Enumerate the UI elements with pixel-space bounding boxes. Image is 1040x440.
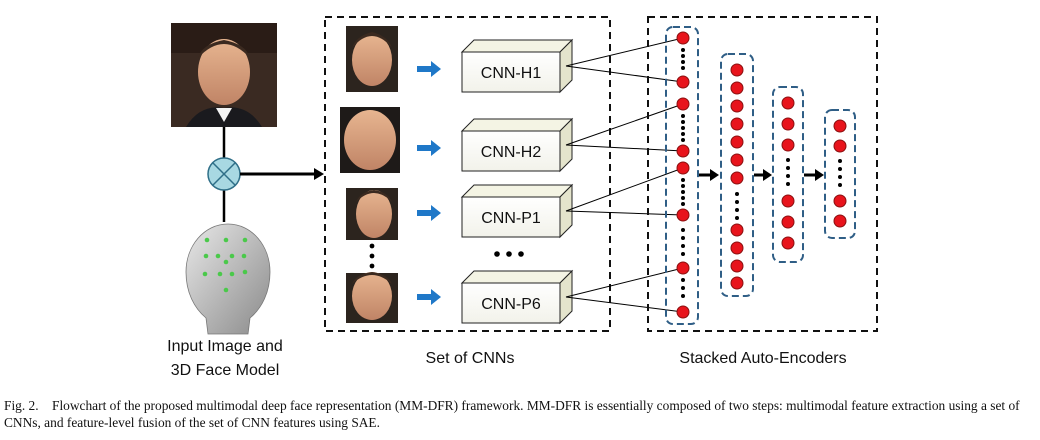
cnn-box-h2: CNN-H2 (460, 117, 574, 173)
cnn-label-p6: CNN-P6 (481, 296, 541, 313)
sae-region (647, 16, 878, 332)
sae-layer-1 (665, 26, 699, 325)
sae-arrow-2 (754, 169, 772, 181)
sae-label: Stacked Auto-Encoders (679, 350, 847, 367)
cnn-label-p1: CNN-P1 (481, 210, 541, 227)
flowchart-figure: CNN-H1 CNN-H2 CNN-P1 CNN-P6 (171, 16, 878, 335)
input-label-line2: 3D Face Model (170, 362, 280, 379)
face-crop-h1 (346, 26, 398, 92)
cnn-to-sae-lines (565, 37, 684, 313)
input-label-line1: Input Image and (167, 338, 283, 355)
caption-fig-label: Fig. 2. (4, 398, 39, 413)
face-crop-ellipsis (369, 243, 375, 269)
face-crop-p1 (346, 188, 398, 240)
3d-face-model (185, 223, 271, 335)
cnn-box-ellipsis (494, 251, 524, 257)
blue-arrows (417, 61, 441, 305)
cnn-label-h2: CNN-H2 (481, 144, 542, 161)
input-face-photo (171, 23, 277, 127)
caption-text: Flowchart of the proposed multimodal dee… (4, 398, 1020, 430)
cnn-box-p1: CNN-P1 (460, 183, 574, 239)
sae-layer-1-nodes (676, 31, 690, 319)
sae-layer-3-nodes (781, 96, 795, 250)
cnn-label-h1: CNN-H1 (481, 65, 542, 82)
sae-layer-4-nodes (833, 119, 847, 228)
figure-caption: Fig. 2. Flowchart of the proposed multim… (4, 397, 1036, 431)
face-crop-p6 (346, 272, 398, 323)
sae-layer-2 (720, 53, 754, 297)
sae-arrow-3 (804, 169, 824, 181)
sae-arrow-1 (699, 169, 719, 181)
sae-layer-2-nodes (730, 63, 744, 290)
cnn-set-label: Set of CNNs (425, 350, 515, 367)
face-crop-h2 (340, 107, 400, 173)
cnn-box-p6: CNN-P6 (460, 269, 574, 325)
circled-x-icon (207, 157, 241, 191)
sae-layer-4 (824, 109, 856, 239)
cnn-box-h1: CNN-H1 (460, 38, 574, 94)
